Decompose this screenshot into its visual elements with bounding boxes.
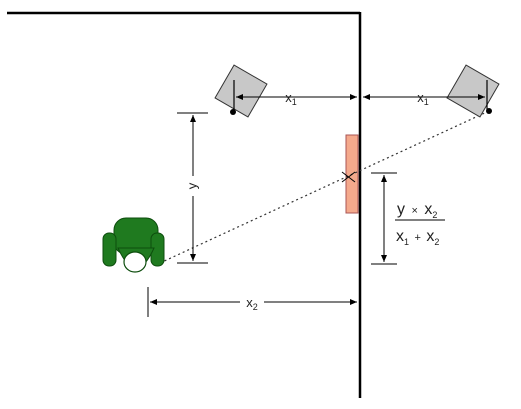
person-top-view-icon bbox=[102, 217, 165, 273]
formula: y × x2 x1 + x2 bbox=[395, 201, 445, 249]
formula-dimension bbox=[371, 172, 397, 265]
x1-right-label: x1 bbox=[417, 90, 429, 107]
x1-left-label: x1 bbox=[285, 90, 297, 107]
formula-numerator: y × x2 bbox=[397, 201, 437, 220]
wall bbox=[7, 11, 362, 398]
x-mark-icon bbox=[341, 171, 356, 183]
y-label: y bbox=[184, 182, 199, 189]
formula-denominator: x1 + x2 bbox=[396, 228, 439, 249]
x2-label-bg bbox=[240, 294, 264, 310]
camera-icon bbox=[214, 64, 268, 118]
x2-label: x2 bbox=[246, 295, 258, 312]
y-label-bg bbox=[186, 176, 200, 196]
virtual-camera-icon bbox=[446, 64, 500, 118]
sight-line bbox=[159, 110, 490, 264]
